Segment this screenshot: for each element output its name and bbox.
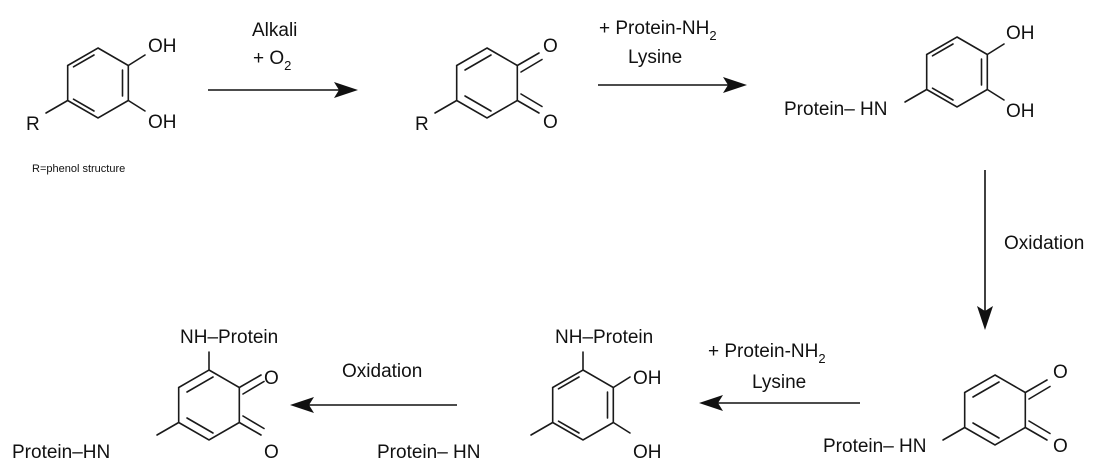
protein-hn-label-4: Protein– HN xyxy=(823,436,927,457)
reagent-oxidation-step3: Oxidation xyxy=(1004,233,1084,254)
structure-quinone xyxy=(434,47,543,119)
protein-hn-label-3: Protein– HN xyxy=(784,99,888,120)
structure-diamino-catechol xyxy=(530,351,631,441)
reagent-oxygen: + O2 xyxy=(253,48,291,73)
o-label-bottom: O xyxy=(543,112,558,133)
r-label-quinone: R xyxy=(415,114,429,135)
protein-hn-label-5: Protein– HN xyxy=(377,442,481,463)
o-label-top: O xyxy=(543,36,558,57)
arrow-step3 xyxy=(977,170,993,330)
o-label-bottom-6: O xyxy=(264,442,279,463)
arrow-step4 xyxy=(699,395,860,411)
r-caption: R=phenol structure xyxy=(32,163,125,175)
arrow-step2 xyxy=(598,77,747,93)
structure-amino-catechol xyxy=(904,36,1005,108)
o-label-top-4: O xyxy=(1053,362,1068,383)
oh-label-top: OH xyxy=(148,36,177,57)
structure-diamino-quinone xyxy=(156,351,265,441)
reagent-oxidation-step5: Oxidation xyxy=(342,361,422,382)
oh-label-top-5: OH xyxy=(633,368,662,389)
nh-protein-label-6: NH–Protein xyxy=(180,327,278,348)
r-label: R xyxy=(26,114,40,135)
reagent-protein-nh2-step4: + Protein-NH2 xyxy=(708,341,826,366)
o-label-top-6: O xyxy=(264,368,279,389)
o-label-bottom-4: O xyxy=(1053,436,1068,457)
protein-hn-label-6: Protein–HN xyxy=(12,442,110,463)
arrow-step1 xyxy=(208,82,358,98)
nh-protein-label-5: NH–Protein xyxy=(555,327,653,348)
reagent-alkali: Alkali xyxy=(252,20,297,41)
oh-label-top-3: OH xyxy=(1006,23,1035,44)
oh-label-bottom-3: OH xyxy=(1006,101,1035,122)
oh-label-bottom-5: OH xyxy=(633,442,662,463)
reagent-lysine-step4: Lysine xyxy=(752,372,806,393)
arrow-step5 xyxy=(290,397,457,413)
reagent-lysine-step2: Lysine xyxy=(628,47,682,68)
structure-amino-quinone xyxy=(942,374,1051,446)
structure-catechol xyxy=(45,47,146,119)
reagent-protein-nh2-step2: + Protein-NH2 xyxy=(599,18,717,43)
oh-label-bottom: OH xyxy=(148,112,177,133)
